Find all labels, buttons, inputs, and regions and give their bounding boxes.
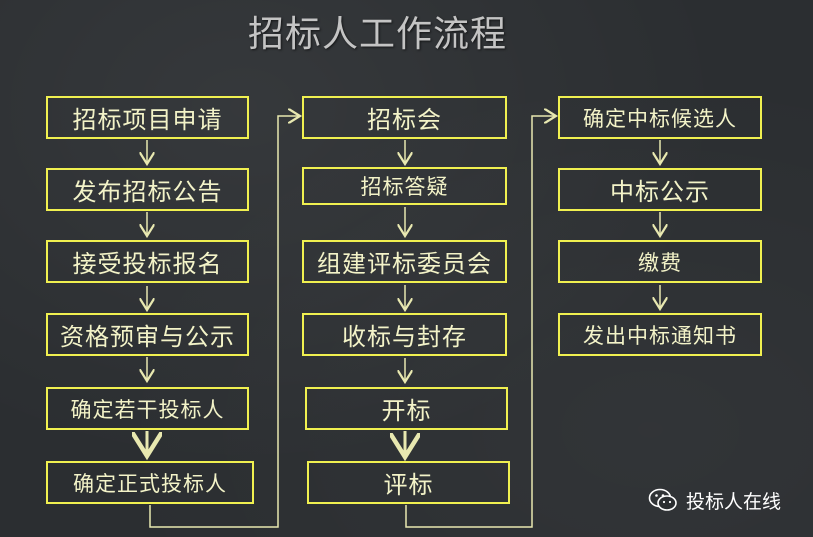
step-box-1-2: 发布招标公告 <box>46 168 249 211</box>
step-box-1-3: 接受投标报名 <box>46 240 249 283</box>
watermark: 投标人在线 <box>648 485 781 515</box>
page-title: 招标人工作流程 <box>248 14 508 55</box>
step-box-1-4: 资格预审与公示 <box>46 313 249 356</box>
wechat-icon <box>648 488 677 511</box>
step-box-2-5: 开标 <box>305 387 508 430</box>
step-box-1-1: 招标项目申请 <box>46 96 249 139</box>
step-box-2-1: 招标会 <box>302 96 507 139</box>
step-box-1-6: 确定正式投标人 <box>46 461 254 504</box>
step-box-3-1: 确定中标候选人 <box>558 96 762 139</box>
step-box-3-3: 缴费 <box>558 240 762 283</box>
step-box-2-3: 组建评标委员会 <box>302 240 507 283</box>
step-box-3-2: 中标公示 <box>558 168 762 211</box>
step-box-2-2: 招标答疑 <box>302 167 507 205</box>
step-box-2-4: 收标与封存 <box>302 313 507 356</box>
step-box-2-6: 评标 <box>307 461 510 504</box>
watermark-text: 投标人在线 <box>686 490 782 513</box>
step-box-1-5: 确定若干投标人 <box>46 387 249 430</box>
step-box-3-4: 发出中标通知书 <box>558 313 762 356</box>
